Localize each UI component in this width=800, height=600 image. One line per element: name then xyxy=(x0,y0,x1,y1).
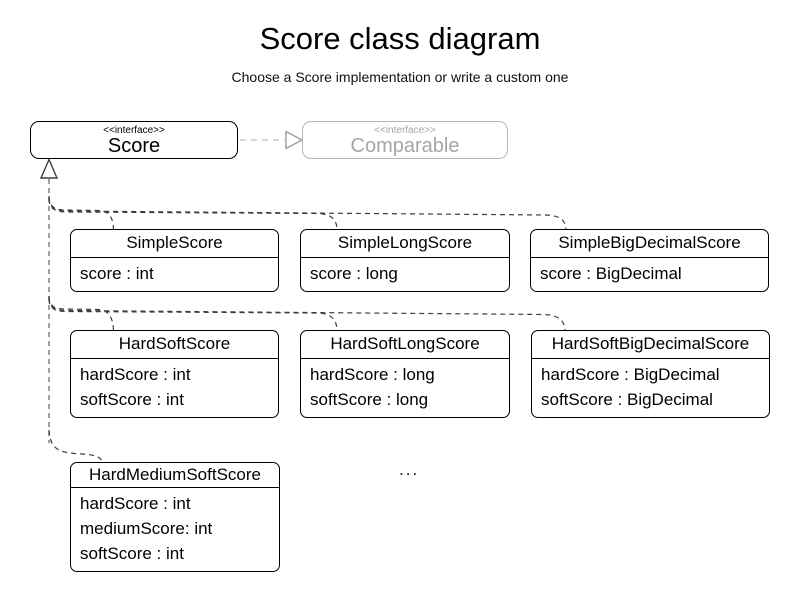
interface-box-comparable: <<interface>> Comparable xyxy=(302,121,508,159)
class-name: HardSoftLongScore xyxy=(301,331,509,359)
page-title: Score class diagram xyxy=(259,21,541,56)
class-name: HardSoftBigDecimalScore xyxy=(532,331,769,359)
class-name: SimpleBigDecimalScore xyxy=(531,230,768,258)
class-attribute: score : BigDecimal xyxy=(540,264,682,283)
class-box-simplebigdecimalscore: SimpleBigDecimalScore score : BigDecimal xyxy=(530,229,769,292)
class-box-simplelongscore: SimpleLongScore score : long xyxy=(300,229,510,292)
connector-hardmediumsoftscore xyxy=(48,429,104,463)
interface-name-score: Score xyxy=(107,135,161,157)
class-box-hardsoftlongscore: HardSoftLongScore hardScore : long softS… xyxy=(300,330,510,418)
page-subtitle: Choose a Score implementation or write a… xyxy=(231,69,569,85)
class-attributes: score : int xyxy=(71,258,278,291)
class-attributes: score : BigDecimal xyxy=(531,258,768,291)
interface-name-comparable: Comparable xyxy=(350,135,460,157)
class-attribute: softScore : int xyxy=(80,390,184,409)
connector-hardsoftbigdecimalscore xyxy=(48,297,566,331)
connector-simplelongscore xyxy=(48,198,338,230)
connector-simplescore xyxy=(48,195,115,230)
class-box-hardsoftscore: HardSoftScore hardScore : int softScore … xyxy=(70,330,279,418)
class-attribute: hardScore : BigDecimal xyxy=(541,365,720,384)
class-box-simplescore: SimpleScore score : int xyxy=(70,229,279,292)
class-attribute: score : int xyxy=(80,264,154,283)
class-attribute: hardScore : int xyxy=(80,365,191,384)
interface-stereotype: <<interface>> xyxy=(374,125,436,136)
class-box-hardmediumsoftscore: HardMediumSoftScore hardScore : int medi… xyxy=(70,462,280,572)
class-attribute: mediumScore: int xyxy=(80,519,213,538)
class-attribute: score : long xyxy=(310,264,398,283)
class-attribute: hardScore : int xyxy=(80,494,191,513)
class-name: SimpleLongScore xyxy=(301,230,509,258)
connector-hardsoftlongscore xyxy=(48,298,338,331)
connector-hardsoftscore xyxy=(48,295,115,331)
class-attribute: softScore : int xyxy=(80,544,184,563)
generalization-triangle-score xyxy=(39,157,59,179)
class-attributes: hardScore : BigDecimal softScore : BigDe… xyxy=(532,359,769,417)
interface-stereotype: <<interface>> xyxy=(103,125,165,136)
class-attributes: hardScore : long softScore : long xyxy=(301,359,509,417)
class-name: SimpleScore xyxy=(71,230,278,258)
class-attribute: softScore : BigDecimal xyxy=(541,390,713,409)
class-attributes: hardScore : int mediumScore: int softSco… xyxy=(71,488,279,571)
connector-simplebigdecimalscore xyxy=(48,197,567,230)
interface-box-score: <<interface>> Score xyxy=(30,121,238,159)
class-attribute: hardScore : long xyxy=(310,365,435,384)
class-name: HardMediumSoftScore xyxy=(71,463,279,488)
more-implementations-ellipsis: ... xyxy=(399,460,420,479)
class-name: HardSoftScore xyxy=(71,331,278,359)
class-attributes: score : long xyxy=(301,258,509,291)
realization-arrowhead-comparable xyxy=(285,130,304,150)
class-box-hardsoftbigdecimalscore: HardSoftBigDecimalScore hardScore : BigD… xyxy=(531,330,770,418)
class-attribute: softScore : long xyxy=(310,390,429,409)
class-attributes: hardScore : int softScore : int xyxy=(71,359,278,417)
